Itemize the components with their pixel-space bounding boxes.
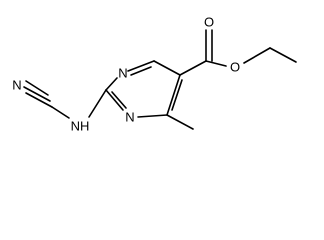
bond-c2-nh <box>88 89 107 118</box>
bond-nitrile-2 <box>25 92 53 108</box>
atom-n-top: N <box>118 66 127 81</box>
atom-n-bottom: N <box>125 110 134 125</box>
bond-c5-carbonyl <box>179 60 207 76</box>
atom-o-carbonyl: O <box>204 15 214 30</box>
bond-nitrile-1 <box>23 86 51 102</box>
bond-c2-n3 <box>105 89 124 111</box>
bond-c4-methyl <box>166 114 194 130</box>
bond-c4-c5-double <box>171 79 183 111</box>
bond-oester-ch2 <box>243 47 271 64</box>
bond-c2-n3-double <box>111 91 127 109</box>
bond-n1-c2 <box>105 77 118 91</box>
bond-nh-cn <box>51 106 70 119</box>
bond-c6-n1-double <box>130 66 152 76</box>
atom-n-nitrile: N <box>12 78 21 93</box>
bond-c4-c5 <box>166 74 181 116</box>
atom-nh: NH <box>71 119 90 134</box>
bond-n3-c4 <box>137 114 168 118</box>
bond-c6-n1 <box>127 60 155 72</box>
bond-ch2-ch3 <box>269 47 297 63</box>
bond-carbonyl-oester <box>205 60 227 67</box>
bonds <box>23 29 297 130</box>
bond-nitrile-3 <box>25 80 49 96</box>
atom-o-ester: O <box>230 60 240 75</box>
molecule-structure: N N O O N NH <box>12 15 297 134</box>
bond-c5-c6 <box>153 60 181 76</box>
atom-labels: N N O O N NH <box>12 15 240 134</box>
